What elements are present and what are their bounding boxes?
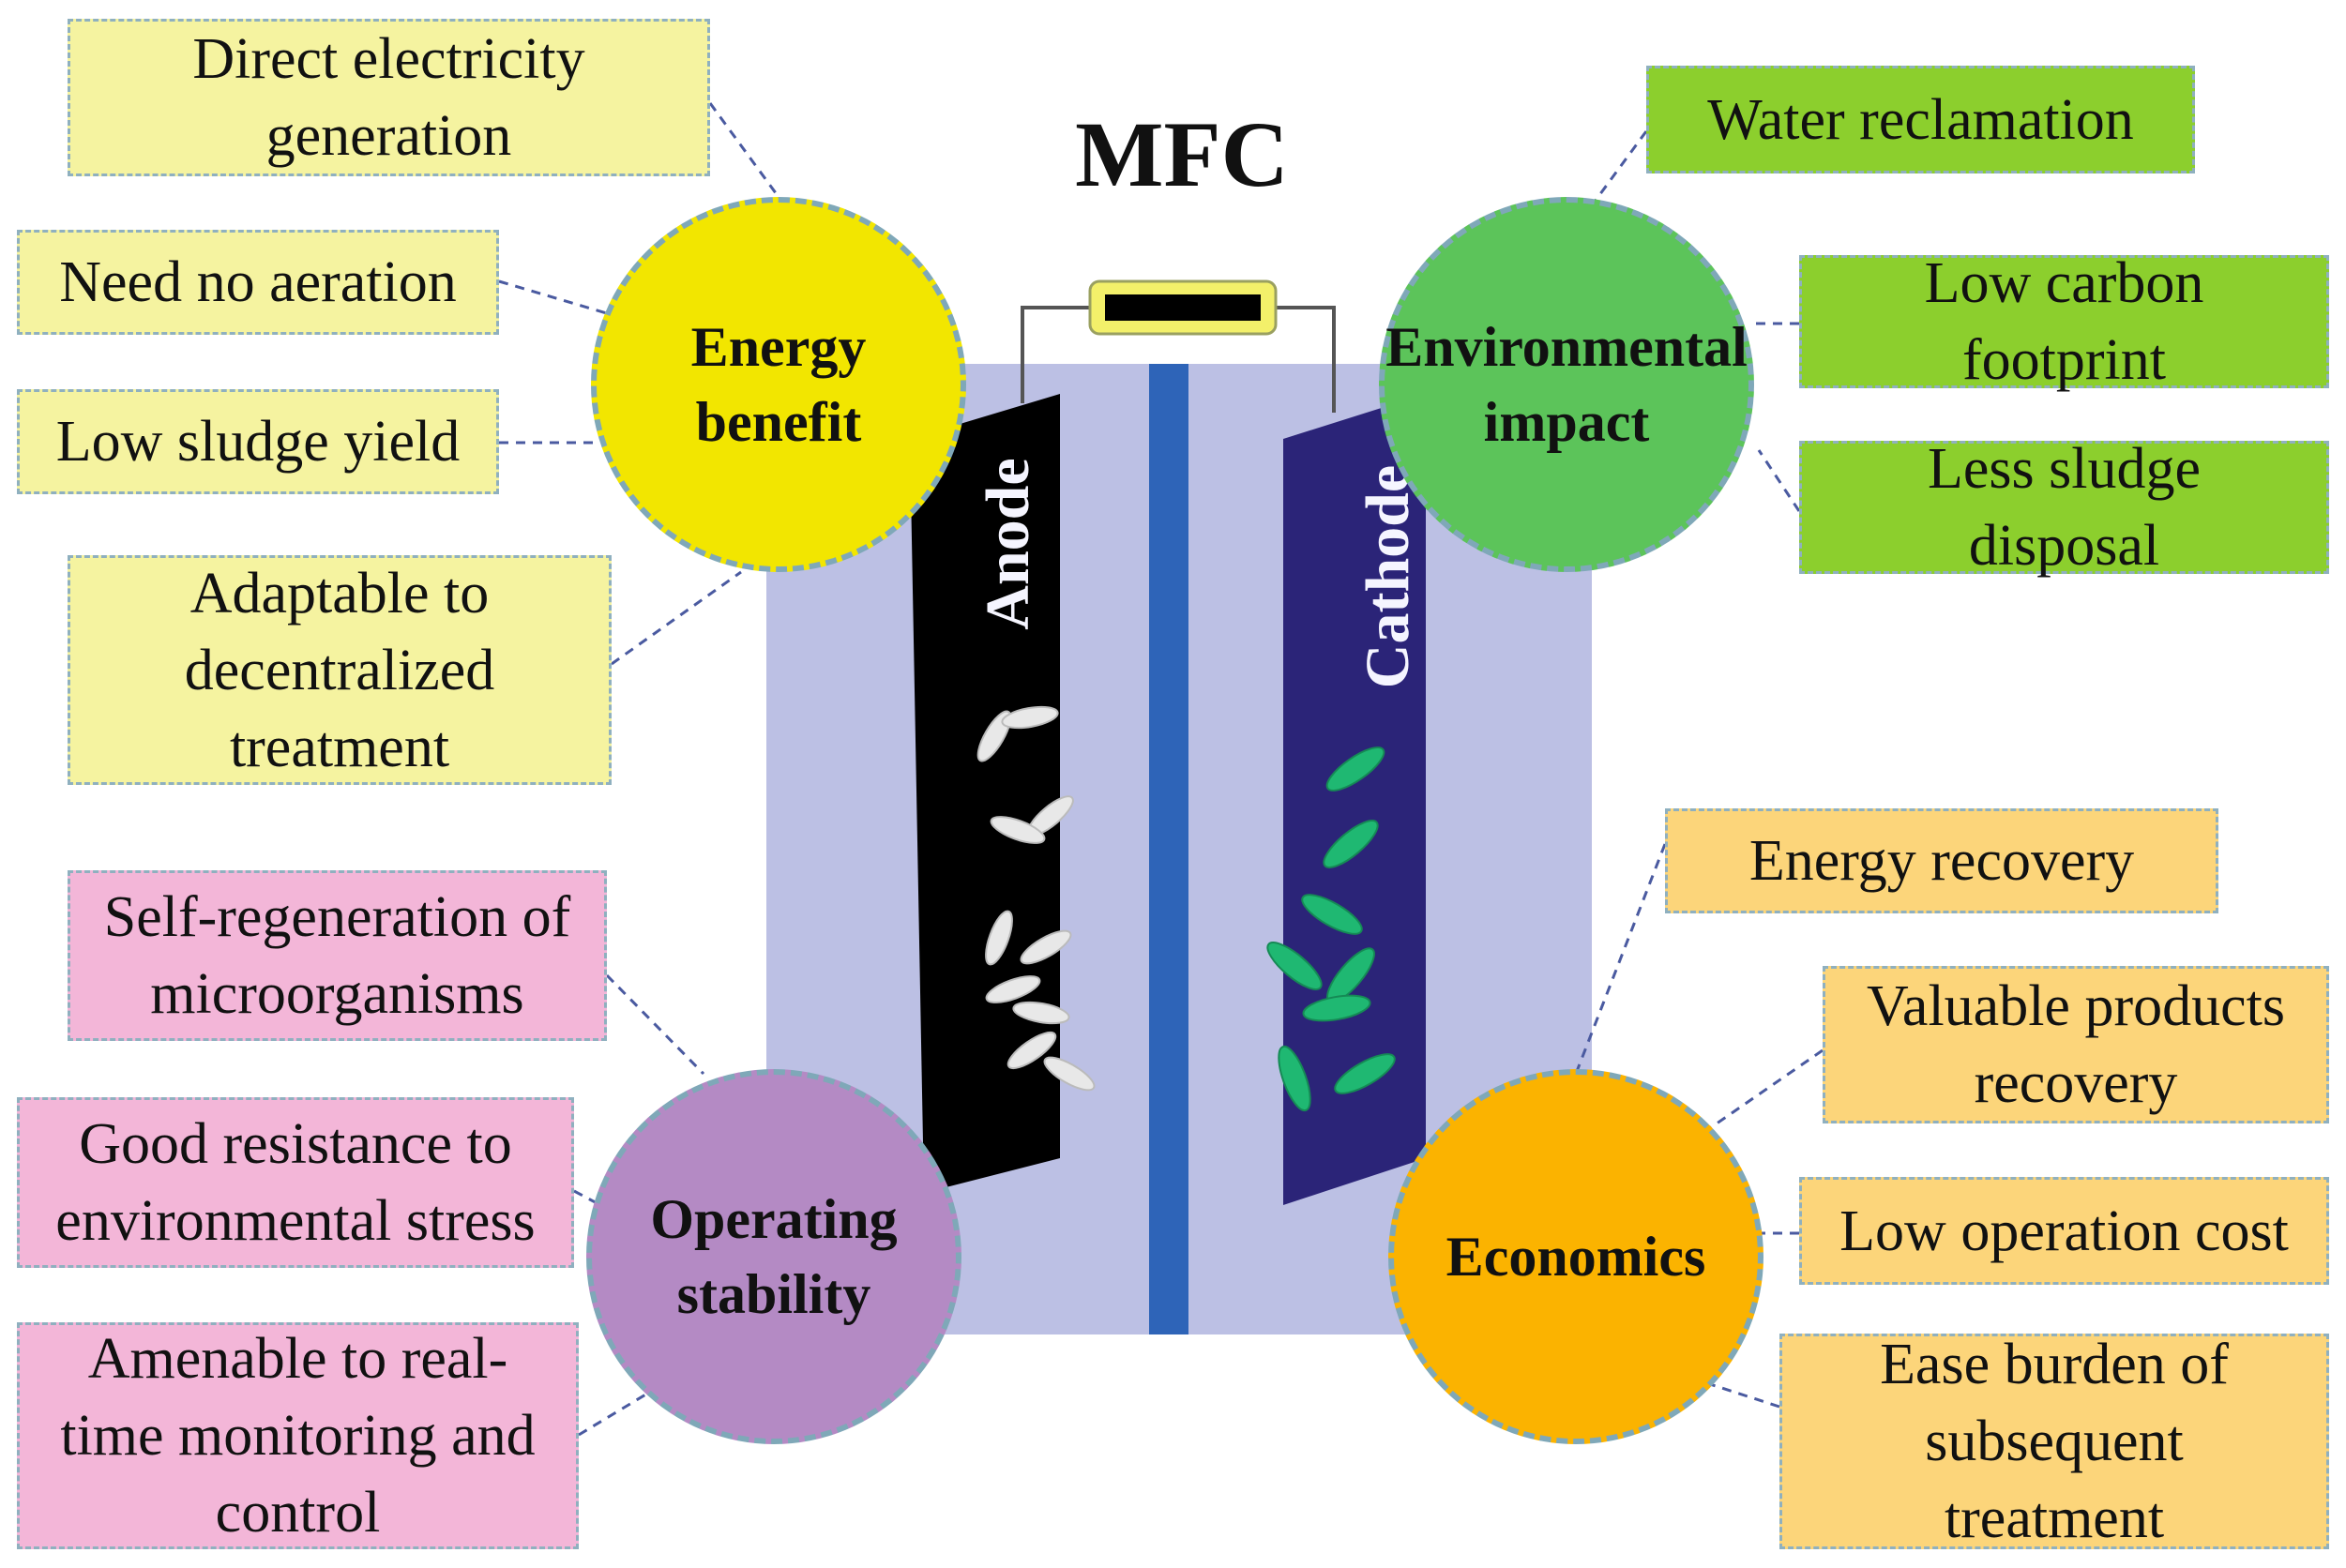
stability-item-resistance: Good resistance to environmental stress [17, 1097, 574, 1268]
energy-item-low-sludge: Low sludge yield [17, 389, 499, 494]
diagram-title: MFC [1075, 102, 1289, 206]
environment-item-water-reclamation: Water reclamation [1646, 66, 2195, 173]
economics-item-low-operation-cost: Low operation cost [1799, 1177, 2329, 1285]
stability-item-self-regeneration: Self-regeneration of microorganisms [68, 870, 607, 1041]
membrane [1149, 364, 1188, 1334]
anode-wire [1021, 306, 1099, 403]
economics-circle: Economics [1388, 1069, 1763, 1444]
cathode-bacteria [1266, 746, 1396, 1112]
energy-item-no-aeration: Need no aeration [17, 230, 499, 335]
connector-lines [498, 102, 1824, 1437]
stability-item-monitoring: Amenable to real- time monitoring and co… [17, 1322, 579, 1549]
economics-item-ease-burden: Ease burden of subsequent treatment [1779, 1333, 2329, 1550]
resistor-core [1105, 294, 1261, 321]
economics-item-valuable-products: Valuable products recovery [1823, 966, 2329, 1123]
environment-item-low-carbon: Low carbon footprint [1799, 251, 2329, 392]
environment-item-less-sludge: Less sludge disposal [1799, 437, 2329, 578]
environmental-impact-circle: Environmental impact [1379, 197, 1754, 572]
cathode-wire [1266, 306, 1336, 413]
operating-stability-circle: Operating stability [586, 1069, 961, 1444]
anode-label: Anode [974, 458, 1042, 630]
energy-item-decentralized: Adaptable to decentralized treatment [68, 555, 612, 785]
economics-item-energy-recovery: Energy recovery [1665, 808, 2218, 913]
anode-bacteria [976, 705, 1096, 1092]
energy-benefit-circle: Energy benefit [591, 197, 966, 572]
energy-item-direct-electricity: Direct electricity generation [68, 19, 710, 176]
